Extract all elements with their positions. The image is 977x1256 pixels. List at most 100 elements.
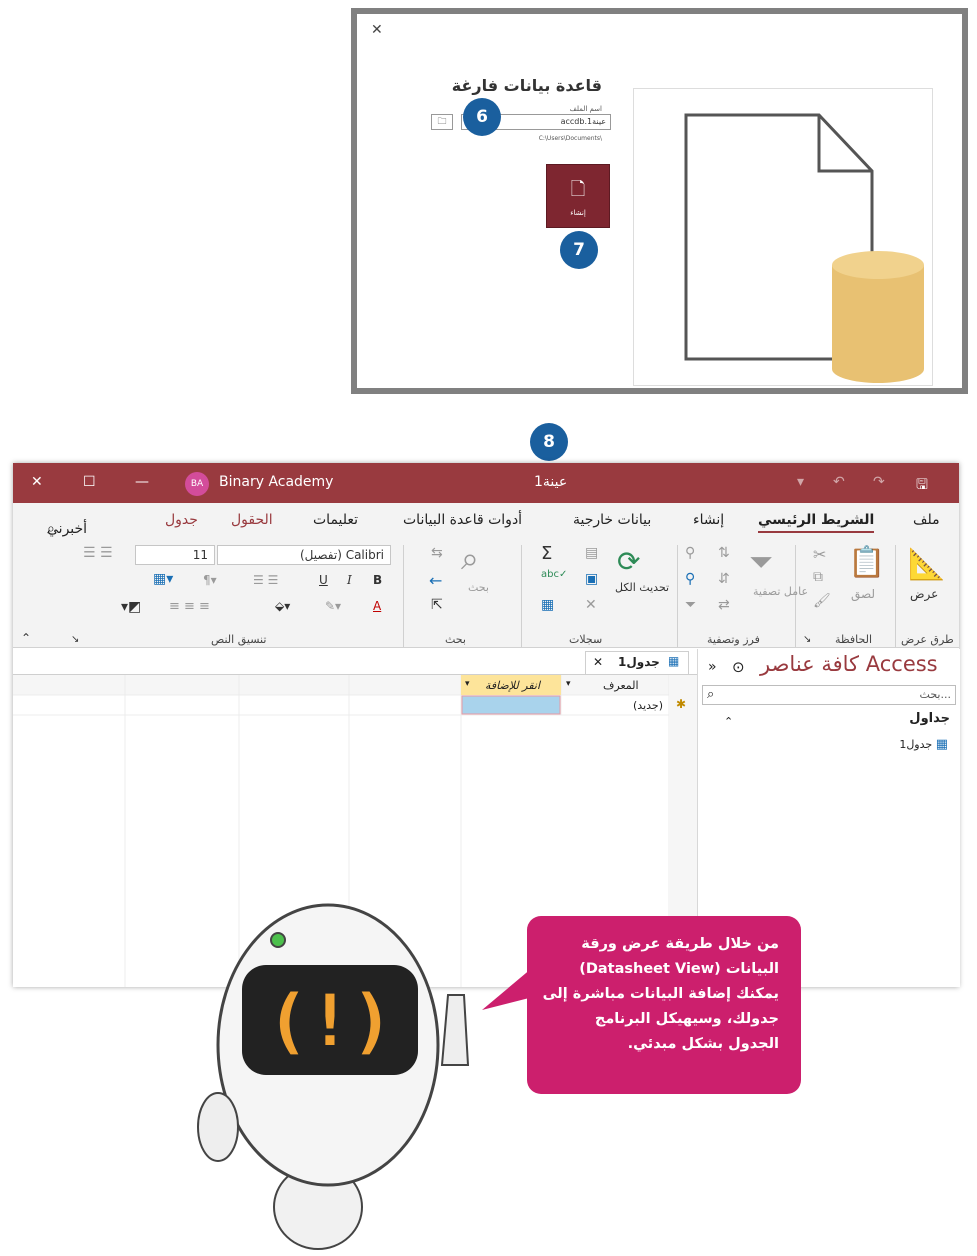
nav-item-table1[interactable]: جدول1 ▦ <box>899 737 948 752</box>
customize-qat-icon[interactable]: ▾ <box>797 474 805 490</box>
find-icon[interactable]: ⌕ <box>461 539 479 577</box>
robot-antenna-light <box>270 932 286 948</box>
robot-illustration: (!) <box>197 903 470 1250</box>
save-icon[interactable]: 🖫 <box>916 477 928 493</box>
close-tab-icon[interactable]: ✕ <box>593 655 604 669</box>
folder-icon: 🗀 <box>437 117 447 127</box>
nav-menu-icon[interactable]: ⊙ <box>732 658 745 676</box>
select-icon[interactable]: ⇱ <box>431 597 443 613</box>
view-button-label[interactable]: عرض <box>910 587 939 601</box>
replace-icon[interactable]: ⇆ <box>431 545 443 561</box>
column-dropdown-icon[interactable]: ▾ <box>465 679 470 689</box>
gridlines-icon[interactable]: ▦▾ <box>153 571 174 587</box>
dialog-launcher-icon[interactable]: ↘ <box>803 634 812 645</box>
tab-external-data[interactable]: بيانات خارجية <box>573 512 652 528</box>
tab-help[interactable]: تعليمات <box>313 512 359 528</box>
filter-button-label[interactable]: عامل تصفية <box>753 585 809 598</box>
document-icon: 🗋 <box>570 179 586 200</box>
nav-pane-title[interactable]: كافة عناصر Access <box>760 652 938 676</box>
list-icon[interactable]: ☰ ☰ <box>83 545 113 561</box>
copy-icon[interactable]: ⧉ <box>813 569 823 585</box>
delete-record-icon[interactable]: ✕ <box>585 597 597 613</box>
fill-color-icon[interactable]: ⬙▾ <box>275 599 291 613</box>
access-window: ✕ ☐ — BA Binary Academy عينة1 ▾ ↶ ↷ 🖫 مل… <box>13 463 960 987</box>
column-dropdown-icon[interactable]: ▾ <box>566 679 571 689</box>
cylinder-body <box>832 265 924 383</box>
more-records-icon[interactable]: ▦ <box>541 597 555 613</box>
group-separator <box>895 545 896 647</box>
rtl-icon[interactable]: ¶▾ <box>203 573 217 587</box>
header-band <box>13 675 697 695</box>
save-record-icon[interactable]: ▣ <box>585 571 599 587</box>
group-separator <box>677 545 678 647</box>
view-icon[interactable]: 📐 <box>908 547 946 582</box>
tab-table[interactable]: جدول <box>165 512 198 528</box>
id-column-header[interactable]: المعرف <box>603 679 639 692</box>
cut-icon[interactable]: ✂ <box>813 545 827 564</box>
collapse-section-icon[interactable]: ⌃ <box>724 715 734 728</box>
clipboard-group-label: الحافظة <box>835 633 873 646</box>
format-painter-icon[interactable]: 🖌 <box>813 593 831 609</box>
toggle-filter-icon[interactable]: ⏷ <box>685 597 697 613</box>
create-button[interactable]: 🗋 إنشاء <box>546 164 610 228</box>
dialog-launcher-icon[interactable]: ↘ <box>71 634 80 645</box>
tab-create[interactable]: إنشاء <box>693 512 725 528</box>
bubble-tail <box>482 968 537 1010</box>
undo-icon[interactable]: ↶ <box>833 474 845 490</box>
selection-filter-icon[interactable]: ⚲ <box>685 545 696 561</box>
go-to-icon[interactable]: ← <box>429 571 443 590</box>
group-separator <box>403 545 404 647</box>
font-color-icon[interactable]: A <box>373 599 382 613</box>
collapse-ribbon-icon[interactable]: ⌃ <box>21 631 32 645</box>
remove-sort-icon[interactable]: ⇄ <box>718 597 730 613</box>
table-icon: ▦ <box>668 654 680 668</box>
paste-icon[interactable]: 📋 <box>848 545 886 580</box>
paste-button-label[interactable]: لصق <box>851 587 876 601</box>
indent-icons[interactable]: ☰ ☰ <box>253 573 279 587</box>
records-group-label: سجلات <box>569 633 603 646</box>
filename-input[interactable]: عينة1.accdb <box>461 114 611 130</box>
advanced-filter-icon[interactable]: ⚲ <box>685 571 696 587</box>
new-record-icon[interactable]: ▤ <box>585 545 599 561</box>
search-icon: ⌕ <box>707 687 715 702</box>
nav-search-input[interactable]: بحث... <box>919 688 951 701</box>
close-icon[interactable]: ✕ <box>371 22 383 38</box>
alternate-row-color-icon[interactable]: ▾◩ <box>121 599 142 615</box>
maximize-icon[interactable]: ☐ <box>83 474 96 490</box>
bold-icon[interactable]: B <box>373 573 383 587</box>
bubble-tail-shape <box>482 968 537 1010</box>
browse-folder-button[interactable]: 🗀 <box>431 114 453 130</box>
avatar[interactable]: BA <box>185 472 209 496</box>
redo-icon[interactable]: ↷ <box>873 474 885 490</box>
tab-home[interactable]: الشريط الرئيسي <box>758 512 875 533</box>
close-window-icon[interactable]: ✕ <box>31 474 43 490</box>
tab-fields[interactable]: الحقول <box>231 512 273 528</box>
click-to-add-header[interactable]: انقر للإضافة <box>485 679 541 692</box>
table-tab[interactable]: ✕ جدول1 ▦ <box>585 651 689 674</box>
refresh-icon[interactable]: ⟳ <box>617 545 641 578</box>
tables-section-header[interactable]: جداول <box>909 711 950 726</box>
sort-ascending-icon[interactable]: ⇅ <box>718 545 730 561</box>
font-name-select[interactable]: Calibri (تفصيل) <box>217 545 391 565</box>
find-button-label[interactable]: بحث <box>468 581 489 594</box>
new-record-cell[interactable]: (جديد) <box>633 699 664 712</box>
robot-face-glyph: (!) <box>267 980 393 1062</box>
spelling-icon[interactable]: abc✓ <box>541 569 568 580</box>
step-7-badge: 7 <box>560 231 598 269</box>
minimize-icon[interactable]: — <box>135 474 149 490</box>
align-icons[interactable]: ≡ ≡ ≡ <box>169 599 210 614</box>
nav-search-box[interactable]: ⌕ بحث... <box>702 685 956 705</box>
refresh-all-label[interactable]: تحديث الكل <box>615 581 670 594</box>
tab-file[interactable]: ملف <box>913 512 940 528</box>
robot-visor <box>242 965 418 1075</box>
underline-icon[interactable]: U <box>319 573 328 587</box>
sort-descending-icon[interactable]: ⇵ <box>718 571 730 587</box>
highlight-icon[interactable]: ✎▾ <box>325 599 342 613</box>
shutter-bar-icon[interactable]: » <box>708 659 717 675</box>
tab-database-tools[interactable]: أدوات قاعدة البيانات <box>403 512 523 528</box>
italic-icon[interactable]: I <box>347 573 352 587</box>
totals-icon[interactable]: Σ <box>541 543 553 564</box>
filter-icon[interactable]: ⏷ <box>749 545 773 580</box>
font-size-select[interactable]: 11 <box>135 545 215 565</box>
find-group-label: بحث <box>445 633 466 646</box>
